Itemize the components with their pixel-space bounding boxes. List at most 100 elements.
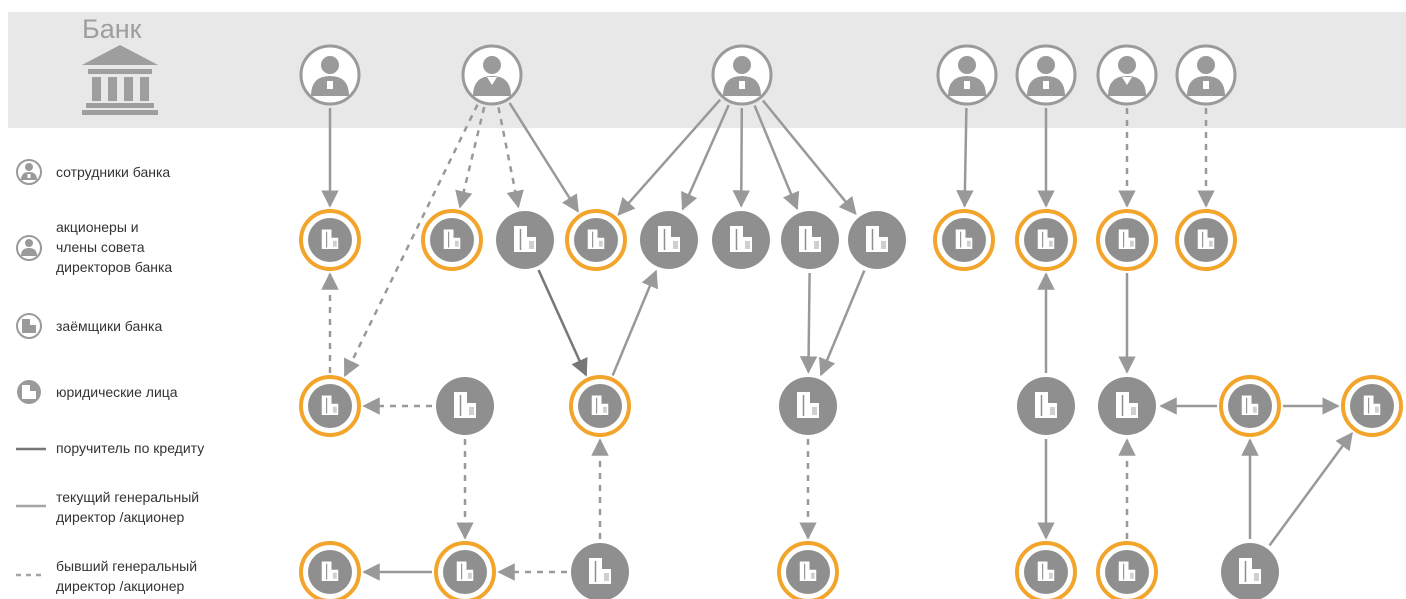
building-icon xyxy=(1035,392,1057,418)
shareholder-node xyxy=(1096,44,1158,106)
building-icon xyxy=(955,229,973,249)
borrower-node xyxy=(434,541,496,599)
edge-current-p4-r1i xyxy=(956,107,974,208)
legend-label-guarantor: поручитель по кредиту xyxy=(56,440,204,456)
employee-icon xyxy=(948,56,986,96)
building-icon xyxy=(589,558,611,584)
building-icon xyxy=(1118,561,1136,581)
legal_entity-node xyxy=(848,211,906,269)
edge-current-r1h-r2d xyxy=(819,269,866,377)
shareholder-icon xyxy=(16,235,42,261)
employee-icon xyxy=(723,56,761,96)
legal_entity-node xyxy=(1221,543,1279,599)
building-icon xyxy=(866,226,888,252)
building-icon xyxy=(1037,229,1055,249)
legal_entity-node xyxy=(436,377,494,435)
borrower-node xyxy=(299,209,361,271)
borrower-node xyxy=(933,209,995,271)
edge-former-p2-r1b xyxy=(455,106,486,209)
building-icon xyxy=(587,229,605,249)
building-icon xyxy=(443,229,461,249)
legal-entity-icon xyxy=(17,380,41,404)
legend: сотрудники банка акционеры и члены совет… xyxy=(16,159,204,594)
legend-label-current-director-1: текущий генеральный xyxy=(56,489,199,505)
bank-building-icon xyxy=(82,45,158,115)
building-icon xyxy=(321,229,339,249)
edge-former-p2-r1c xyxy=(497,107,524,209)
building-icon xyxy=(1116,392,1138,418)
shareholder-node xyxy=(461,44,523,106)
edge-current-p3-r1d xyxy=(617,98,722,216)
borrower-node xyxy=(1015,541,1077,599)
edge-current-p3-r1g xyxy=(753,105,800,211)
edge-current-r1g-r2d xyxy=(799,272,818,374)
building-icon xyxy=(1118,229,1136,249)
legend-label-shareholder-3: директоров банка xyxy=(56,259,172,275)
edge-current-p3-r1h xyxy=(761,99,857,216)
nodes-layer xyxy=(299,44,1403,599)
shareholder-icon xyxy=(473,56,511,96)
edge-current-p2-r1d xyxy=(508,102,579,213)
employee-icon xyxy=(311,56,349,96)
legal_entity-node xyxy=(571,543,629,599)
borrower-node xyxy=(1219,375,1281,437)
building-icon xyxy=(1239,558,1261,584)
borrower-node xyxy=(1015,209,1077,271)
employee-node xyxy=(936,44,998,106)
legal_entity-node xyxy=(781,211,839,269)
borrower-node xyxy=(1096,209,1158,271)
borrower-node xyxy=(1096,541,1158,599)
borrower-node xyxy=(1341,375,1403,437)
building-icon xyxy=(321,561,339,581)
borrower-node xyxy=(299,541,361,599)
legend-item-employee: сотрудники банка xyxy=(16,159,170,185)
legend-label-employee: сотрудники банка xyxy=(56,164,170,180)
building-icon xyxy=(797,392,819,418)
legend-label-legal-entity: юридические лица xyxy=(56,384,178,400)
bank-title: Банк xyxy=(82,14,142,44)
employee-icon xyxy=(1027,56,1065,96)
legal_entity-node xyxy=(779,377,837,435)
building-icon xyxy=(799,226,821,252)
shareholder-icon xyxy=(1108,56,1146,96)
borrower-icon xyxy=(16,313,42,339)
employee-node xyxy=(1015,44,1077,106)
borrower-node xyxy=(777,541,839,599)
legend-item-former-director: бывший генеральный директор /акционер xyxy=(16,558,197,594)
legend-item-borrower: заёмщики банка xyxy=(16,313,162,339)
legend-item-legal-entity: юридические лица xyxy=(17,380,178,404)
borrower-node xyxy=(565,209,627,271)
building-icon xyxy=(730,226,752,252)
borrower-node xyxy=(569,375,631,437)
legend-label-former-director-2: директор /акционер xyxy=(56,578,185,594)
borrower-node xyxy=(1175,209,1237,271)
edge-current-p3-r1f xyxy=(732,107,751,208)
edge-current-r2c-r1e xyxy=(611,269,658,377)
legend-label-former-director-1: бывший генеральный xyxy=(56,558,197,574)
legal_entity-node xyxy=(1098,377,1156,435)
employee-node xyxy=(299,44,361,106)
employee-icon xyxy=(1187,56,1225,96)
bank-header-band xyxy=(8,12,1406,128)
building-icon xyxy=(591,395,609,415)
building-icon xyxy=(799,561,817,581)
building-icon xyxy=(1241,395,1259,415)
building-icon xyxy=(454,392,476,418)
building-icon xyxy=(1363,395,1381,415)
employee-node xyxy=(1175,44,1237,106)
legal_entity-node xyxy=(640,211,698,269)
legend-item-current-director: текущий генеральный директор /акционер xyxy=(16,489,199,525)
building-icon xyxy=(514,226,536,252)
legal_entity-node xyxy=(712,211,770,269)
building-icon xyxy=(321,395,339,415)
building-icon xyxy=(1037,561,1055,581)
building-icon xyxy=(1197,229,1215,249)
employee-node xyxy=(711,44,773,106)
building-icon xyxy=(658,226,680,252)
legend-item-shareholder: акционеры и члены совета директоров банк… xyxy=(16,219,172,275)
borrower-node xyxy=(421,209,483,271)
legend-label-shareholder-2: члены совета xyxy=(56,239,145,255)
edge-guarantor-r1c-r2c xyxy=(537,269,588,377)
building-icon xyxy=(456,561,474,581)
